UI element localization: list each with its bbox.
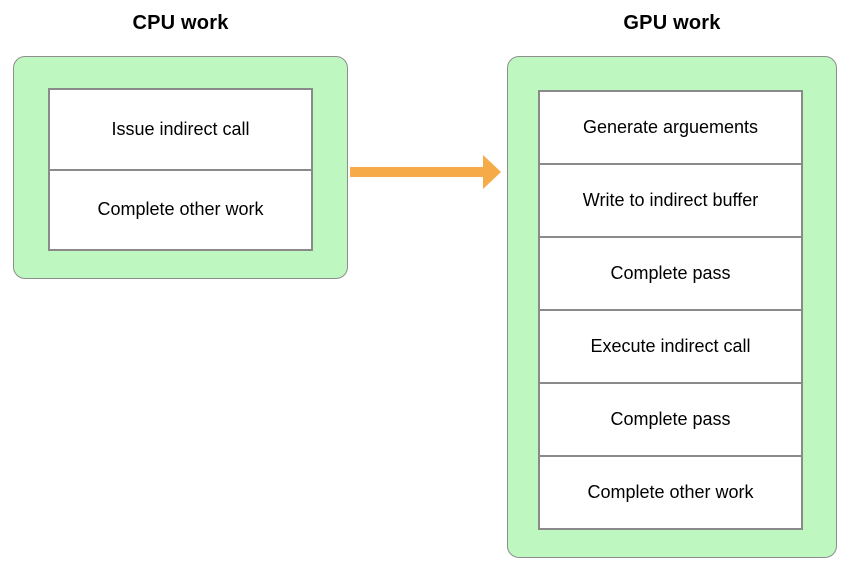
flow-arrow-shaft	[350, 167, 483, 177]
gpu-step-write-to-indirect-buffer: Write to indirect buffer	[540, 165, 801, 238]
cpu-step-complete-other-work: Complete other work	[50, 170, 311, 249]
gpu-step-generate-arguments: Generate arguements	[540, 92, 801, 165]
gpu-panel-title: GPU work	[623, 12, 721, 34]
gpu-step-complete-other-work: Complete other work	[540, 457, 801, 528]
cpu-panel-title: CPU work	[132, 12, 229, 34]
flow-arrow-head	[483, 155, 501, 189]
cpu-step-stack: Issue indirect call Complete other work	[48, 88, 313, 251]
gpu-step-execute-indirect-call: Execute indirect call	[540, 311, 801, 384]
gpu-step-complete-pass-2: Complete pass	[540, 384, 801, 457]
cpu-step-issue-indirect-call: Issue indirect call	[50, 90, 311, 171]
gpu-step-complete-pass-1: Complete pass	[540, 238, 801, 311]
gpu-step-stack: Generate arguements Write to indirect bu…	[538, 90, 803, 530]
